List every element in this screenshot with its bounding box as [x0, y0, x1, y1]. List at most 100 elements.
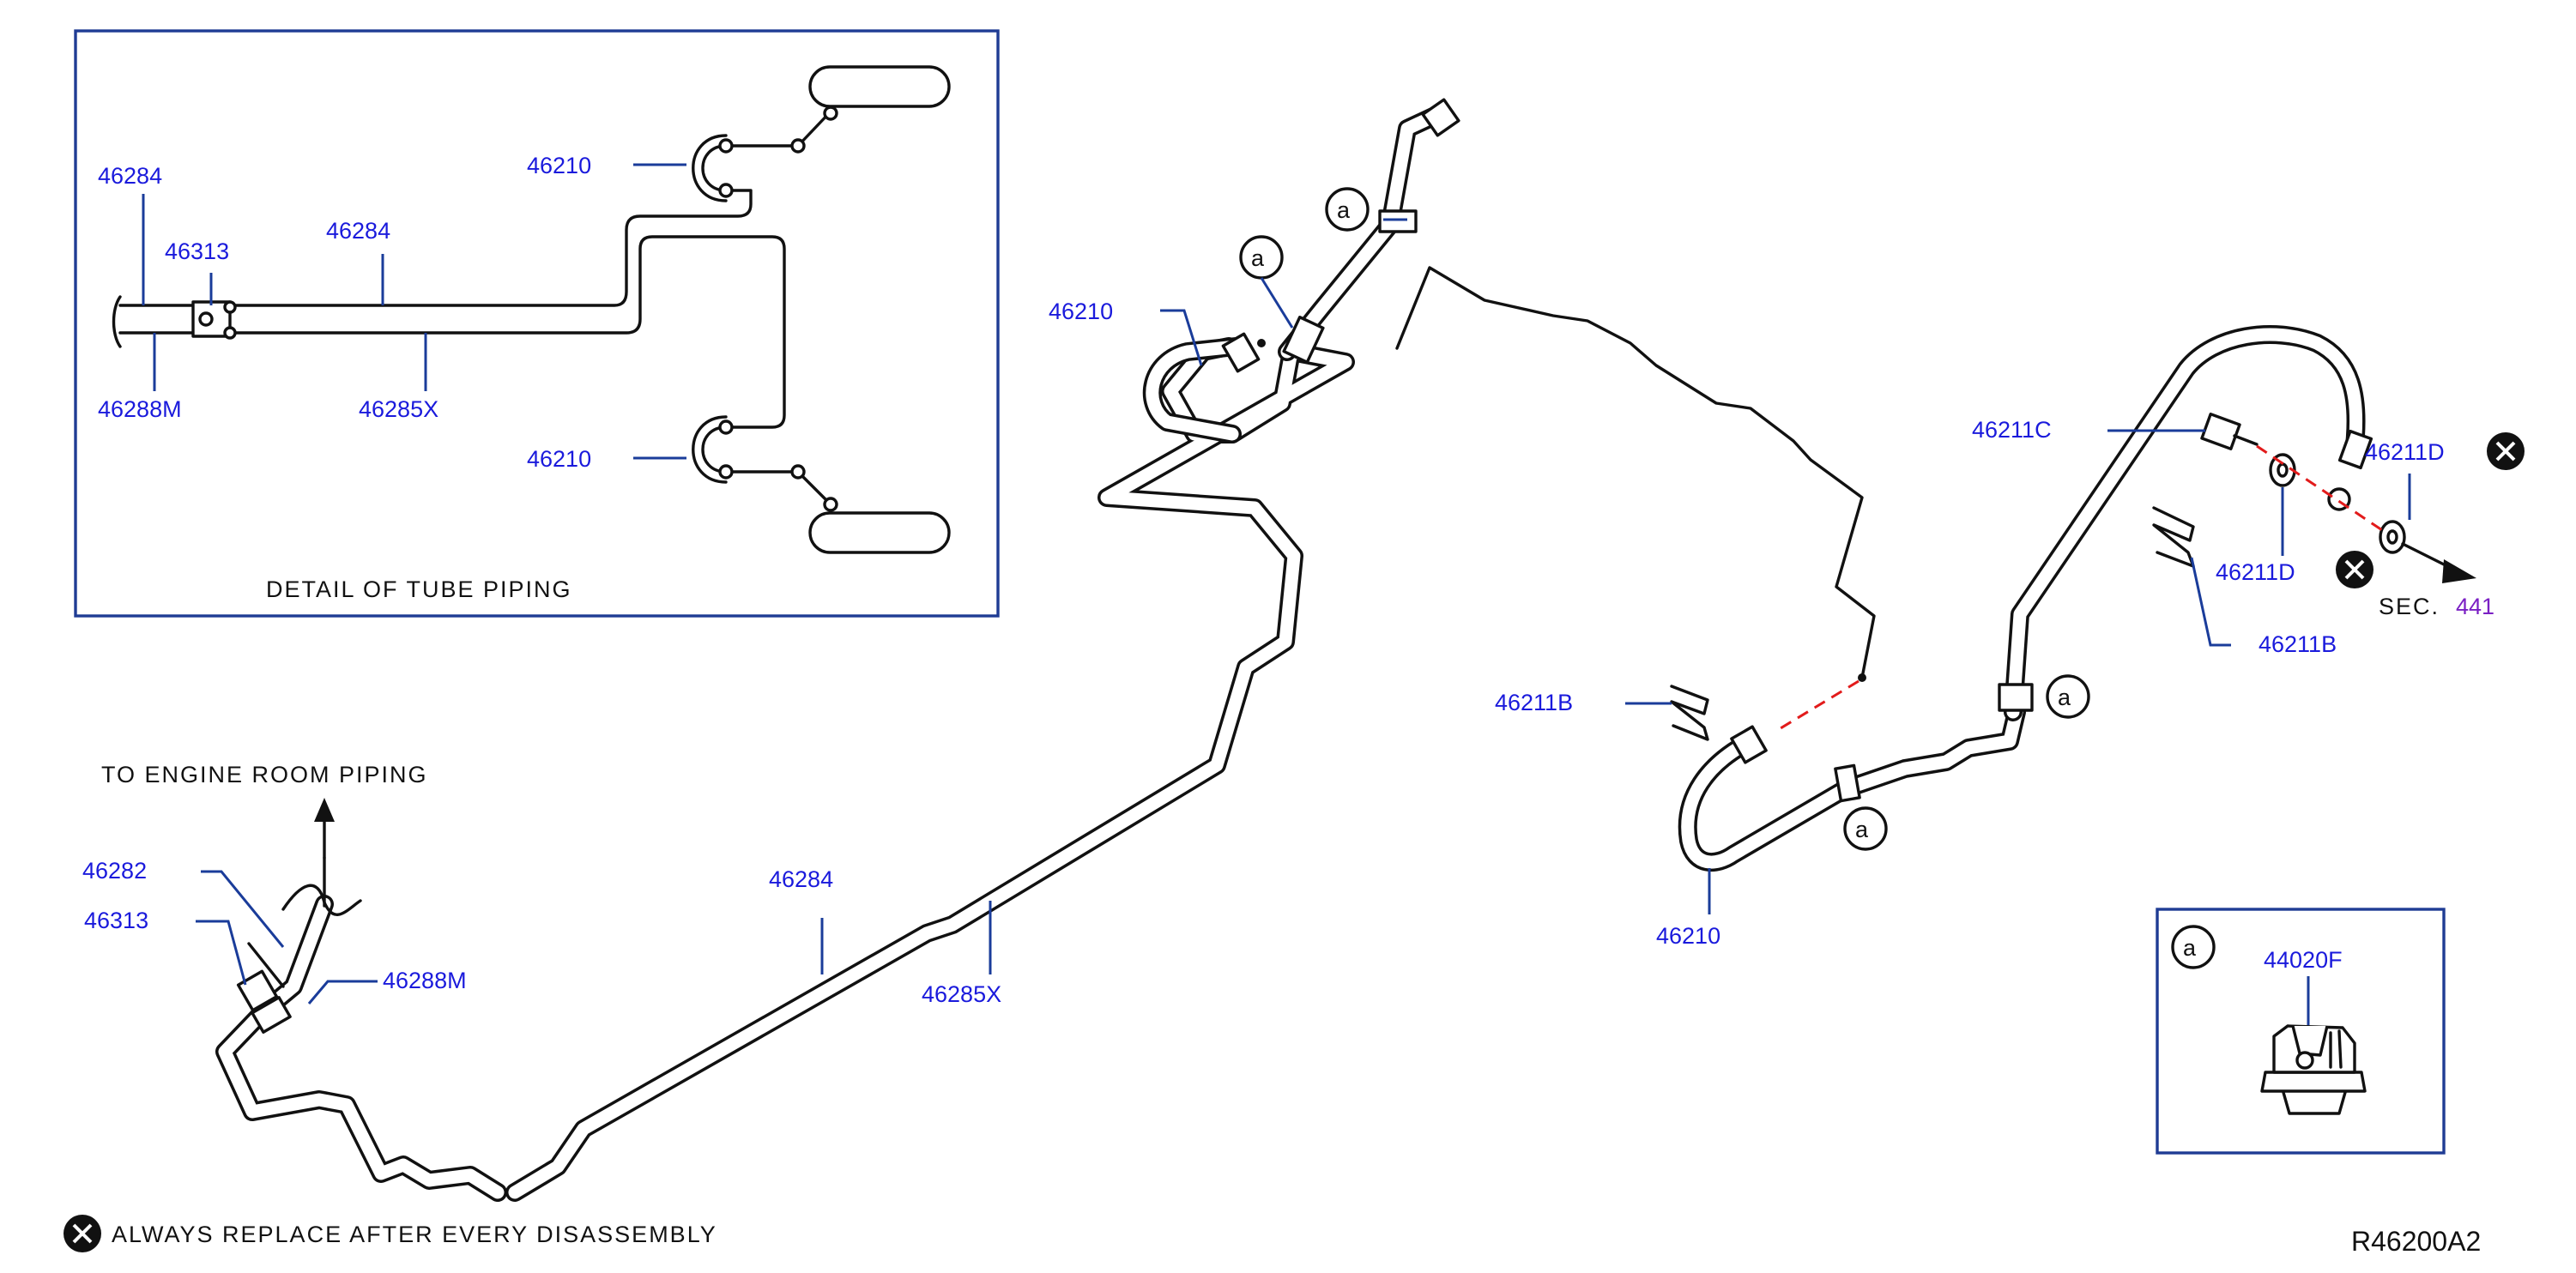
label-washer-right: 46211D: [2365, 439, 2445, 465]
hose-lower-right-inner: [1681, 705, 2023, 869]
connector-46313-main: [236, 969, 279, 1012]
clip-marker-a-3-letter: a: [2058, 685, 2071, 710]
label-tube-main-lower: 46285X: [359, 396, 438, 422]
hose-fitting-lower: [1730, 725, 1768, 764]
clip-marker-a-1: a: [1325, 187, 1370, 232]
label-clip-center: 46211B: [1495, 690, 1573, 715]
section-number-link[interactable]: 441: [2456, 594, 2494, 619]
leader: [307, 980, 378, 1005]
hose-bottom-curl-outer: [692, 415, 728, 484]
label-tube-upper: 46284: [769, 866, 833, 892]
wheel-cylinder-top: [808, 65, 951, 108]
tube-cut-mark: [112, 295, 122, 348]
tube-upper-run: [228, 189, 753, 307]
label-washer-left: 46211D: [2216, 559, 2295, 585]
ref-dot: [1858, 673, 1866, 682]
label-hose-lower-right: 46210: [1656, 923, 1720, 949]
detail-clip-frame: [2156, 908, 2446, 1155]
wheel-cylinder-bottom: [808, 511, 951, 554]
detail-caption: DETAIL OF TUBE PIPING: [266, 576, 572, 602]
clip-marker-a-2: a: [1239, 235, 1284, 280]
label-hose-bottom-right: 46210: [527, 446, 591, 472]
right-loop-tube-inner: [2006, 328, 2363, 719]
clip-marker-a-4-letter: a: [1855, 817, 1869, 842]
hose-bottom-line: [724, 470, 832, 506]
hose-top-curl: [701, 144, 728, 192]
hose-end-fitting: [2337, 429, 2373, 470]
clip-marker-a-3: a: [2046, 674, 2090, 719]
clip-44020f-icon: [2260, 1024, 2367, 1115]
main-tube-inner: [508, 340, 1352, 1199]
label-clip-right: 46211B: [2259, 631, 2337, 657]
label-hose-center: 46210: [1049, 299, 1113, 324]
label-hose-left-top: 46282: [82, 858, 147, 884]
label-connector-left: 46313: [84, 908, 148, 933]
leader: [201, 870, 285, 948]
label-clip-part: 44020F: [2264, 947, 2343, 973]
fitting: [223, 326, 237, 340]
hose-bottom-curl: [701, 425, 728, 474]
diagram-id: R46200A2: [2351, 1226, 2481, 1257]
hose-top-line: [724, 110, 832, 148]
engine-room-arrow-icon: [314, 798, 335, 822]
clip-marker-a-2-letter: a: [1251, 245, 1265, 271]
connector-46288m-main: [251, 996, 292, 1034]
replace-always-icon: [2487, 432, 2525, 470]
detail-clip-marker: [2171, 925, 2216, 969]
clip-a-lower: [1834, 763, 1861, 803]
clip-a-center: [1282, 316, 1325, 364]
clip-46211b-right: [2152, 506, 2195, 568]
leader: [196, 920, 247, 986]
leader: [1260, 277, 1294, 329]
washer-hole: [2277, 462, 2289, 478]
leader: [1160, 309, 1203, 366]
tube-left-end: [118, 304, 195, 335]
left-tube: [215, 895, 507, 1202]
hose-fitting-center: [1221, 332, 1261, 373]
label-hose-top: 46210: [527, 153, 591, 178]
sec-arrow-icon: [2442, 559, 2476, 583]
replace-legend-text: ALWAYS REPLACE AFTER EVERY DISASSEMBLY: [112, 1222, 717, 1247]
center-hose-inner: [1146, 340, 1243, 441]
clip-marker-a-4: a: [1843, 806, 1888, 851]
ref-dot: [1257, 339, 1266, 347]
detail-clip-box: a 44020F: [2156, 908, 2446, 1155]
label-tube-main-upper: 46284: [326, 218, 390, 244]
fitting: [718, 464, 734, 480]
clip-marker-a-1-letter: a: [1337, 197, 1351, 223]
fitting: [823, 106, 838, 121]
washer-hole: [2386, 529, 2398, 545]
clip-a-right: [1998, 683, 2034, 712]
replace-legend: ALWAYS REPLACE AFTER EVERY DISASSEMBLY: [63, 1215, 717, 1252]
tube-end-fitting: [1421, 98, 1460, 137]
label-hose-left: 46288M: [383, 968, 467, 993]
dash-line-right: [2256, 444, 2383, 532]
label-bolt: 46211C: [1972, 417, 2052, 443]
label-hose-bottom: 46288M: [98, 396, 182, 422]
detail-clip-marker-letter: a: [2183, 935, 2197, 961]
fitting: [718, 419, 734, 435]
dash-line-center: [1775, 679, 1859, 733]
detail-tube-frame: [74, 29, 1000, 618]
fitting: [790, 138, 806, 154]
leader: [2190, 557, 2231, 647]
bolt-shaft: [2233, 434, 2259, 446]
label-connector: 46313: [165, 238, 229, 264]
fitting: [718, 138, 734, 154]
fitting: [198, 311, 214, 327]
fitting: [223, 300, 237, 314]
fitting: [790, 464, 806, 480]
label-tube-left: 46284: [98, 163, 162, 189]
label-tube-lower: 46285X: [922, 981, 1001, 1007]
hose-top-curl-outer: [692, 134, 728, 202]
bolt-46211c-head: [2200, 413, 2241, 450]
clip-46211b-center: [1670, 685, 1709, 741]
engine-room-note: TO ENGINE ROOM PIPING: [101, 762, 428, 787]
hose-46282: [281, 884, 362, 916]
main-piping: a a a a 46210 46284 46285X 4: [82, 98, 2525, 1202]
fitting: [823, 497, 838, 512]
body-reference-line: [1395, 266, 1876, 679]
section-prefix: SEC.: [2379, 594, 2440, 619]
detail-tube-piping-box: 46284 46313 46284 46288M 46285X 46210 46…: [74, 29, 1000, 618]
